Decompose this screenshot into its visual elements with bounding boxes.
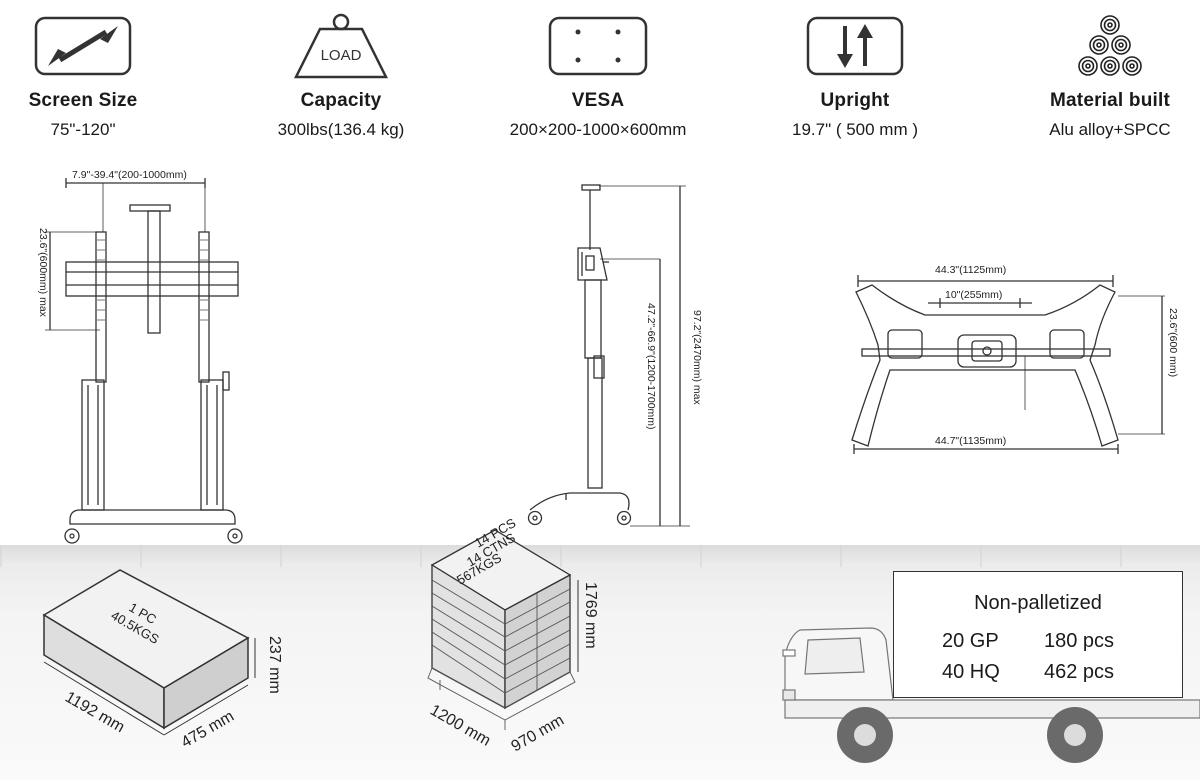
spec-value: 19.7" ( 500 mm ) [791,120,919,139]
spec-screen-size: Screen Size 75"-120" [0,10,183,140]
box-height-label: 237 mm [266,636,283,694]
single-box-drawing: 1 PC 40.5KGS 1192 mm 475 mm 237 mm [42,569,283,751]
shipping-qty-20gp: 180 pcs [1044,630,1115,652]
spec-title: Capacity [300,90,382,111]
pallet-drawing: 14 PCS 14 CTNS 567KGS 1200 mm 970 mm 176… [427,515,599,755]
spec-value: 200×200-1000×600mm [509,120,687,139]
spec-title: VESA [571,90,625,111]
arrow-diagonal-icon [0,10,183,82]
shipping-container-20gp: 20 GP [942,630,999,652]
shipping-container-40hq: 40 HQ [942,661,1000,683]
base-bottom-width-label: 44.7"(1135mm) [935,435,1006,447]
base-top-width-label: 44.3"(1125mm) [935,264,1006,276]
spec-title: Upright [820,90,890,111]
load-icon-label: LOAD [321,47,362,64]
vesa-plate-icon [498,10,698,82]
load-weight-icon: LOAD [241,10,441,82]
spec-value: 75"-120" [50,120,116,139]
base-center-width-label: 10"(255mm) [945,289,1002,301]
spec-value: Alu alloy+SPCC [1049,120,1171,139]
spec-title: Material built [1050,90,1170,111]
front-view-drawing: 7.9"-39.4"(200-1000mm) 23.6"(600mm) max [37,169,243,544]
spec-capacity: LOAD Capacity 300lbs(136.4 kg) [241,10,441,140]
material-coils-icon [1010,10,1200,82]
pallet-height-label: 1769 mm [582,582,599,649]
spec-material: Material built Alu alloy+SPCC [1010,10,1200,140]
base-depth-label: 23.6"(600 mm) [1167,308,1179,377]
front-height-label: 23.6"(600mm) max [37,228,49,318]
front-width-label: 7.9"-39.4"(200-1000mm) [72,169,187,181]
spec-upright: Upright 19.7" ( 500 mm ) [755,10,955,140]
side-total-height-label: 97.2"(2470mm) max [691,310,703,406]
side-view-drawing: 47.2"-66.9"(1200-1700mm) 97.2"(2470mm) m… [527,184,703,527]
spec-title: Screen Size [28,90,138,111]
base-top-view-drawing: 44.3"(1125mm) 10"(255mm) 44.7"(1135mm) 2… [851,264,1179,454]
shipping-title: Non-palletized [974,592,1102,614]
shipping-qty-40hq: 462 pcs [1044,661,1115,683]
up-down-arrows-icon [755,10,955,82]
shipping-info-box: Non-palletized 20 GP 180 pcs 40 HQ 462 p… [893,571,1183,698]
wall-baseboard [0,545,1200,567]
spec-value: 300lbs(136.4 kg) [277,120,405,139]
spec-vesa: VESA 200×200-1000×600mm [498,10,698,140]
side-height-range-label: 47.2"-66.9"(1200-1700mm) [645,303,657,430]
